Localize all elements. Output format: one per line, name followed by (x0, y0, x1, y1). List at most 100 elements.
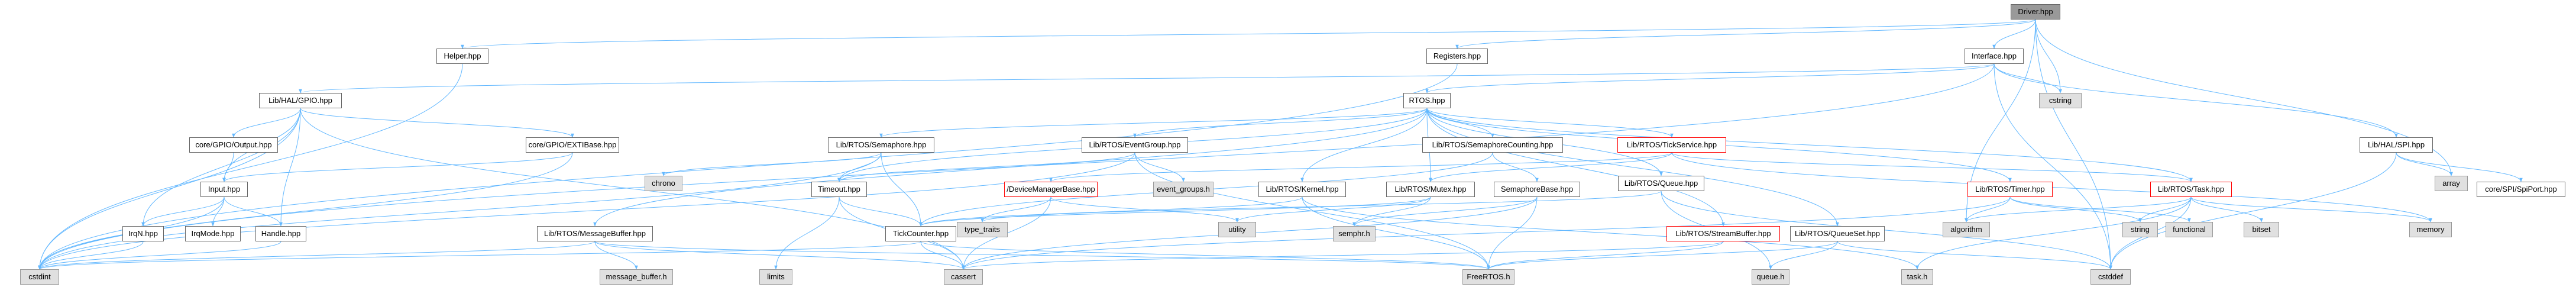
edge-lib-rtos-messagebuffer-hpp-to-freertos-h (594, 241, 1490, 270)
node-chrono: chrono (645, 176, 682, 191)
node-tickcounter-hpp[interactable]: TickCounter.hpp (885, 226, 956, 241)
node-algorithm: algorithm (1943, 222, 1990, 237)
edge-lib-rtos-messagebuffer-hpp-to-cassert (594, 241, 965, 270)
node-type-traits: type_traits (957, 222, 1008, 237)
edge-core-gpio-extibase-hpp-to-input-hpp (222, 152, 573, 182)
edge-rtos-hpp-to-lib-rtos-task-hpp (1426, 108, 2193, 182)
edge-lib-rtos-semaphore-hpp-to-chrono (662, 152, 882, 176)
node-functional: functional (2166, 222, 2213, 237)
node-lib-rtos-timer-hpp[interactable]: Lib/RTOS/Timer.hpp (1967, 182, 2053, 197)
node-cstring: cstring (2039, 93, 2082, 108)
node-irqn-hpp[interactable]: IrqN.hpp (122, 226, 164, 241)
node-registers-hpp[interactable]: Registers.hpp (1426, 49, 1488, 64)
edge-driver-hpp-to-cstring (2035, 19, 2062, 93)
node-lib-rtos-queueset-hpp[interactable]: Lib/RTOS/QueueSet.hpp (1790, 226, 1885, 241)
node-lib-rtos-semaphore-hpp[interactable]: Lib/RTOS/Semaphore.hpp (828, 137, 934, 153)
edge-rtos-hpp-to-lib-rtos-kernel-hpp (1300, 108, 1428, 182)
edge-rtos-hpp-to-lib-rtos-queueset-hpp (1426, 108, 1839, 227)
edge-rtos-hpp-to-lib-rtos-eventgroup-hpp (1133, 108, 1428, 138)
node-cassert: cassert (944, 269, 983, 285)
edge-lib-rtos-kernel-hpp-to-freertos-h (1302, 196, 1490, 270)
node-semphr-h: semphr.h (1333, 226, 1376, 241)
edge-core-gpio-extibase-hpp-to-cstdint (38, 152, 573, 270)
node-lib-rtos-messagebuffer-hpp[interactable]: Lib/RTOS/MessageBuffer.hpp (537, 226, 653, 241)
edge-devicemanagerbase-hpp-to-type-traits (980, 196, 1051, 222)
node-bitset: bitset (2244, 222, 2279, 237)
edge-lib-hal-gpio-hpp-to-core-gpio-output-hpp (232, 108, 301, 138)
node-cstdint: cstdint (20, 269, 59, 285)
edge-input-hpp-to-handle-hpp (224, 196, 283, 227)
edge-tickcounter-hpp-to-freertos-h (920, 241, 1490, 270)
edge-lib-rtos-messagebuffer-hpp-to-message-buffer-h (594, 241, 638, 270)
node-limits: limits (759, 269, 792, 285)
node-freertos-h: FreeRTOS.h (1462, 269, 1514, 285)
node-input-hpp[interactable]: Input.hpp (200, 182, 248, 197)
node-interface-hpp[interactable]: Interface.hpp (1965, 49, 2024, 64)
node-lib-rtos-kernel-hpp[interactable]: Lib/RTOS/Kernel.hpp (1258, 182, 1346, 197)
edge-interface-hpp-to-cstring (1994, 63, 2062, 93)
node-lib-rtos-task-hpp[interactable]: Lib/RTOS/Task.hpp (2150, 182, 2232, 197)
edge-lib-rtos-timer-hpp-to-algorithm (1965, 196, 2011, 222)
node-lib-rtos-semaphorecounting-hpp[interactable]: Lib/RTOS/SemaphoreCounting.hpp (1422, 137, 1563, 153)
node-memory: memory (2409, 222, 2452, 237)
edge-semaphorebase-hpp-to-freertos-h (1487, 196, 1538, 270)
edge-lib-hal-gpio-hpp-to-cstdint (38, 108, 301, 270)
edge-interface-hpp-to-lib-hal-gpio-hpp (299, 63, 1995, 93)
edge-lib-rtos-task-hpp-to-string (2138, 196, 2192, 222)
edge-lib-rtos-semaphorecounting-hpp-to-semaphorebase-hpp (1492, 152, 1539, 182)
edge-devicemanagerbase-hpp-to-utility (1050, 196, 1239, 222)
node-lib-rtos-mutex-hpp[interactable]: Lib/RTOS/Mutex.hpp (1386, 182, 1475, 197)
node-lib-rtos-queue-hpp[interactable]: Lib/RTOS/Queue.hpp (1618, 176, 1704, 191)
node-handle-hpp[interactable]: Handle.hpp (255, 226, 306, 241)
edge-lib-rtos-streambuffer-hpp-to-freertos-h (1487, 241, 1724, 270)
edge-handle-hpp-to-cstdint (38, 241, 281, 270)
edge-lib-rtos-task-hpp-to-bitset (2190, 196, 2263, 222)
edge-lib-hal-gpio-hpp-to-handle-hpp (279, 108, 301, 227)
node-devicemanagerbase-hpp[interactable]: /DeviceManagerBase.hpp (1004, 182, 1098, 197)
node-event-groups-h: event_groups.h (1153, 182, 1213, 197)
node-message-buffer-h: message_buffer.h (600, 269, 673, 285)
edge-lib-rtos-mutex-hpp-to-semphr-h (1352, 196, 1431, 227)
node-semaphorebase-hpp[interactable]: SemaphoreBase.hpp (1494, 182, 1580, 197)
edge-lib-rtos-kernel-hpp-to-tickcounter-hpp (919, 196, 1303, 227)
node-lib-rtos-streambuffer-hpp[interactable]: Lib/RTOS/StreamBuffer.hpp (1666, 226, 1780, 241)
edge-lib-hal-spi-hpp-to-array (2396, 152, 2453, 176)
edge-lib-rtos-streambuffer-hpp-to-cassert (962, 241, 1724, 270)
node-lib-rtos-eventgroup-hpp[interactable]: Lib/RTOS/EventGroup.hpp (1082, 137, 1188, 153)
edge-lib-hal-spi-hpp-to-cstddef (2109, 152, 2397, 270)
edge-lib-rtos-messagebuffer-hpp-to-cstdint (38, 241, 596, 270)
edge-lib-rtos-eventgroup-hpp-to-event-groups-h (1134, 152, 1185, 182)
node-cstddef: cstddef (2090, 269, 2131, 285)
edge-interface-hpp-to-rtos-hpp (1425, 63, 1995, 93)
node-utility: utility (1218, 222, 1256, 237)
node-lib-rtos-tickservice-hpp[interactable]: Lib/RTOS/TickService.hpp (1617, 137, 1726, 153)
node-lib-hal-gpio-hpp[interactable]: Lib/HAL/GPIO.hpp (259, 93, 342, 108)
edge-rtos-hpp-to-lib-rtos-messagebuffer-hpp (593, 108, 1428, 227)
node-driver-hpp: Driver.hpp (2011, 4, 2060, 20)
node-core-gpio-output-hpp[interactable]: core/GPIO/Output.hpp (189, 137, 278, 153)
node-rtos-hpp[interactable]: RTOS.hpp (1403, 93, 1451, 108)
node-lib-hal-spi-hpp[interactable]: Lib/HAL/SPI.hpp (2360, 137, 2433, 153)
node-array: array (2435, 176, 2468, 191)
edge-lib-rtos-semaphore-hpp-to-tickcounter-hpp (881, 152, 923, 227)
edge-helper-hpp-to-cstdint (38, 63, 463, 270)
node-helper-hpp[interactable]: Helper.hpp (436, 49, 488, 64)
node-irqmode-hpp[interactable]: IrqMode.hpp (185, 226, 241, 241)
edge-lib-rtos-queueset-hpp-to-queue-h (1769, 241, 1838, 270)
edge-input-hpp-to-irqn-hpp (141, 196, 225, 227)
edge-rtos-hpp-to-lib-rtos-streambuffer-hpp (1426, 108, 1725, 227)
node-timeout-hpp[interactable]: Timeout.hpp (811, 182, 867, 197)
node-core-gpio-extibase-hpp[interactable]: core/GPIO/EXTIBase.hpp (526, 137, 619, 153)
edge-core-gpio-output-hpp-to-input-hpp (222, 152, 234, 182)
edge-lib-rtos-eventgroup-hpp-to-timeout-hpp (837, 152, 1135, 182)
edge-interface-hpp-to-lib-hal-spi-hpp (1994, 63, 2398, 138)
edge-lib-rtos-eventgroup-hpp-to-cstdint (38, 152, 1135, 270)
edge-semaphorebase-hpp-to-semphr-h (1352, 196, 1538, 227)
edge-lib-rtos-mutex-hpp-to-tickcounter-hpp (919, 196, 1431, 227)
edge-lib-rtos-tickservice-hpp-to-devicemanagerbase-hpp (1049, 152, 1672, 182)
edge-lib-rtos-task-hpp-to-algorithm (1965, 196, 2192, 222)
node-core-spi-spiport-hpp-visible[interactable]: core/SPI/SpiPort.hpp (2477, 182, 2565, 197)
edge-lib-hal-gpio-hpp-to-irqn-hpp (141, 108, 301, 227)
edge-lib-rtos-tickservice-hpp-to-lib-rtos-mutex-hpp (1429, 152, 1672, 182)
